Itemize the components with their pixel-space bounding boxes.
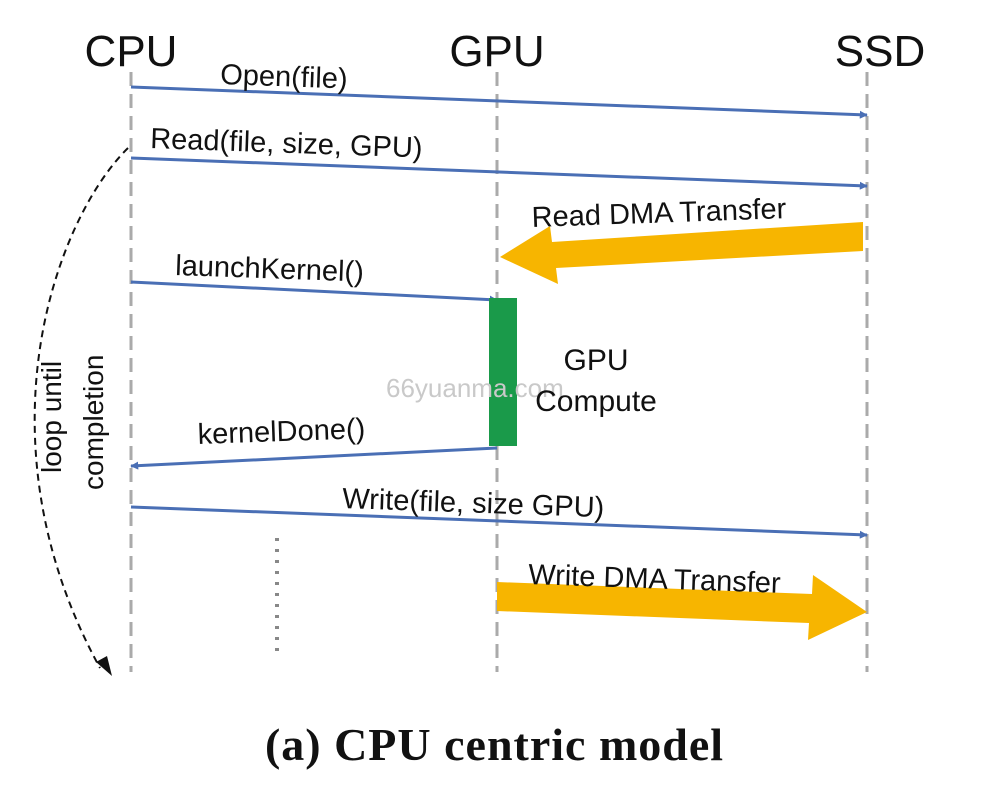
label-open: Open(file) [220, 59, 348, 95]
figure-caption: (a) CPU centric model [264, 719, 725, 770]
gpu-compute-label-line2: Compute [535, 385, 657, 418]
label-kernel-done: kernelDone() [197, 413, 366, 451]
loop-arrow-head [96, 656, 112, 676]
label-read-dma: Read DMA Transfer [531, 193, 787, 234]
arrow-kernel-done [130, 446, 498, 470]
lane-label-ssd: SSD [835, 27, 925, 76]
arrow-open [130, 85, 868, 119]
loop-label-line1: loop until [36, 361, 67, 473]
gpu-compute-bar [489, 298, 517, 446]
label-read: Read(file, size, GPU) [150, 123, 423, 164]
gpu-compute-label-line1: GPU [563, 344, 628, 377]
arrow-launch-kernel [130, 280, 498, 304]
lane-label-gpu: GPU [449, 27, 544, 76]
arrow-read-dma [500, 222, 863, 284]
arrow-write [130, 505, 868, 539]
sequence-diagram: CPU GPU SSD Open(file) Read(file, size, … [33, 27, 925, 676]
lane-label-cpu: CPU [85, 27, 178, 76]
loop-arrow [33, 147, 129, 669]
arrow-write-dma [497, 575, 867, 640]
loop-label-line2: completion [78, 355, 109, 490]
label-launch-kernel: launchKernel() [175, 250, 365, 289]
arrow-read [130, 156, 868, 190]
watermark: 66yuanma.com [386, 373, 564, 403]
